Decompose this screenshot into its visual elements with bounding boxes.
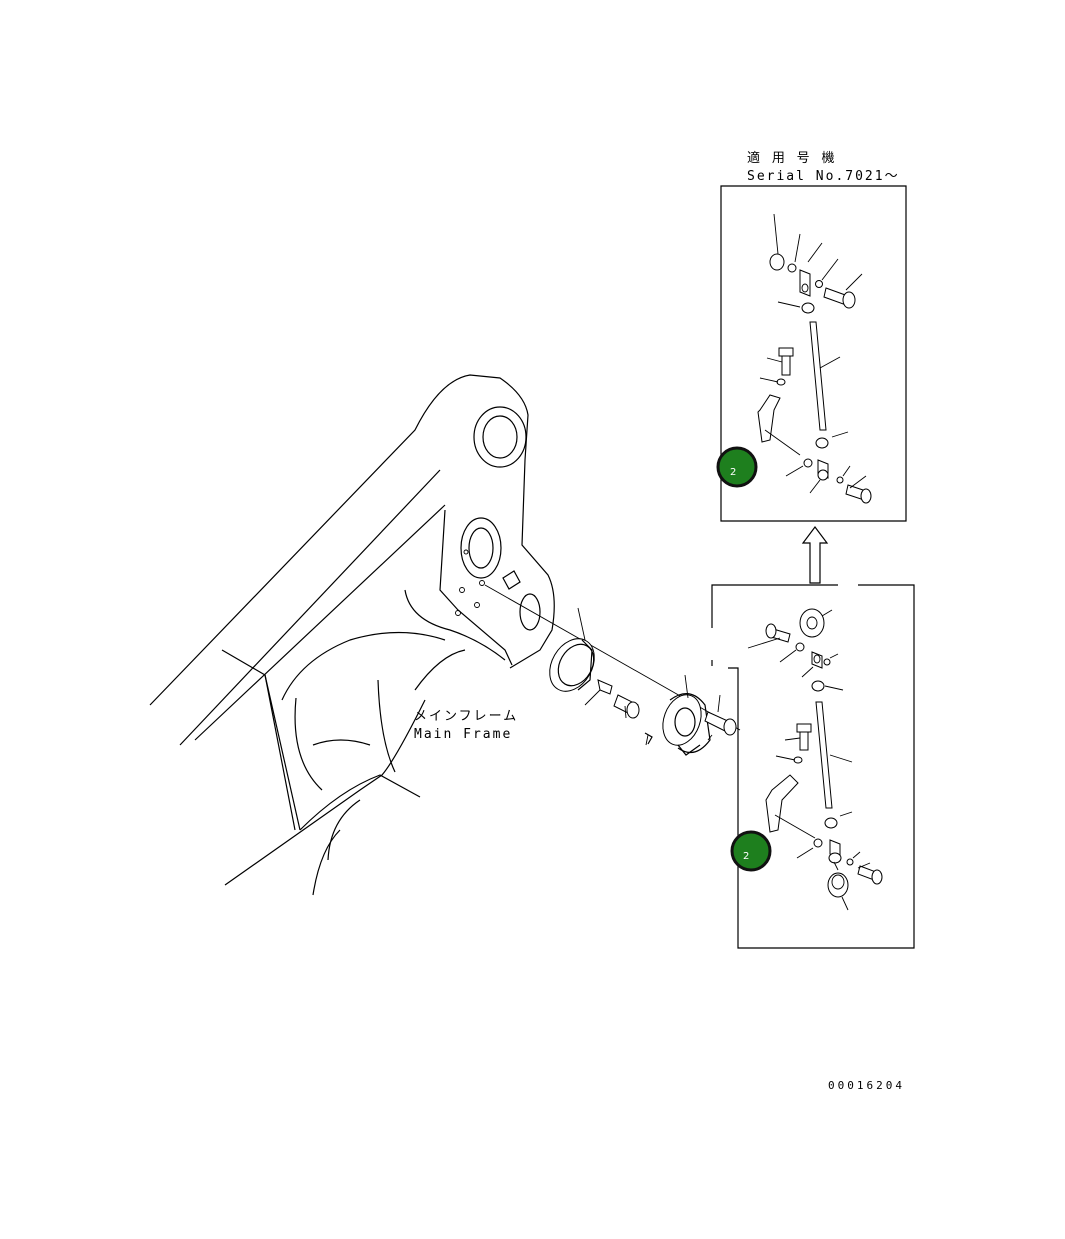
- callout-number-lower: 2: [743, 851, 749, 862]
- callout-circle-upper[interactable]: [716, 446, 758, 488]
- callout-circle-lower[interactable]: [730, 830, 772, 872]
- lower-parts-box: [711, 584, 915, 949]
- drawing-number: 00016204: [828, 1079, 905, 1092]
- frame-label-japanese: メインフレーム: [414, 709, 518, 724]
- frame-label-english: Main Frame: [414, 727, 512, 742]
- upper-parts-box: [720, 185, 907, 522]
- serial-note-line-2: Serial No.7021～: [747, 169, 900, 184]
- frame-label: メインフレーム Main Frame: [414, 709, 518, 742]
- callout-lower[interactable]: 2: [730, 830, 772, 872]
- upward-arrow: [801, 526, 829, 584]
- main-frame-drawing: [149, 374, 555, 896]
- serial-note: 適 用 号 機 Serial No.7021～: [747, 150, 900, 184]
- callout-number-upper: 2: [730, 467, 736, 478]
- assembly-axis-line: [484, 584, 741, 731]
- callout-upper[interactable]: 2: [716, 446, 758, 488]
- center-assembly: [549, 607, 737, 756]
- serial-note-line-1: 適 用 号 機: [747, 150, 836, 166]
